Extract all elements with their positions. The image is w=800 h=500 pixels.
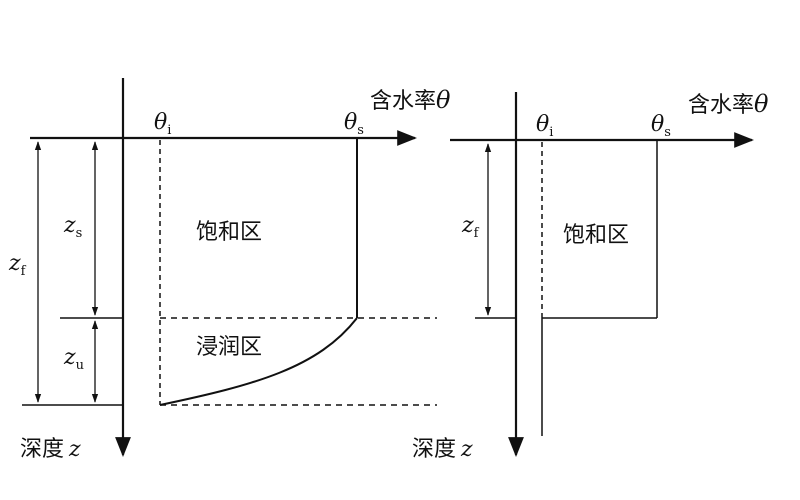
left-theta-i-label: θi — [154, 110, 171, 138]
left-saturated-zone-label: 饱和区 — [196, 220, 262, 245]
left-zf-label: zf — [8, 251, 27, 279]
right-theta-i-label: θi — [536, 112, 553, 140]
left-zu-label: zu — [63, 345, 84, 373]
left-axis-label: 含水率θ — [370, 86, 451, 114]
right-zf-label: zf — [461, 213, 480, 241]
left-theta-s-label: θs — [344, 110, 364, 138]
right-axis-label: 含水率θ — [688, 90, 769, 118]
right-theta-s-label: θs — [651, 112, 671, 140]
right-saturated-zone-label: 饱和区 — [563, 223, 629, 248]
left-wetting-curve — [159, 317, 358, 406]
left-wetting-zone-label: 浸润区 — [196, 335, 262, 360]
left-zs-label: zs — [63, 213, 82, 241]
